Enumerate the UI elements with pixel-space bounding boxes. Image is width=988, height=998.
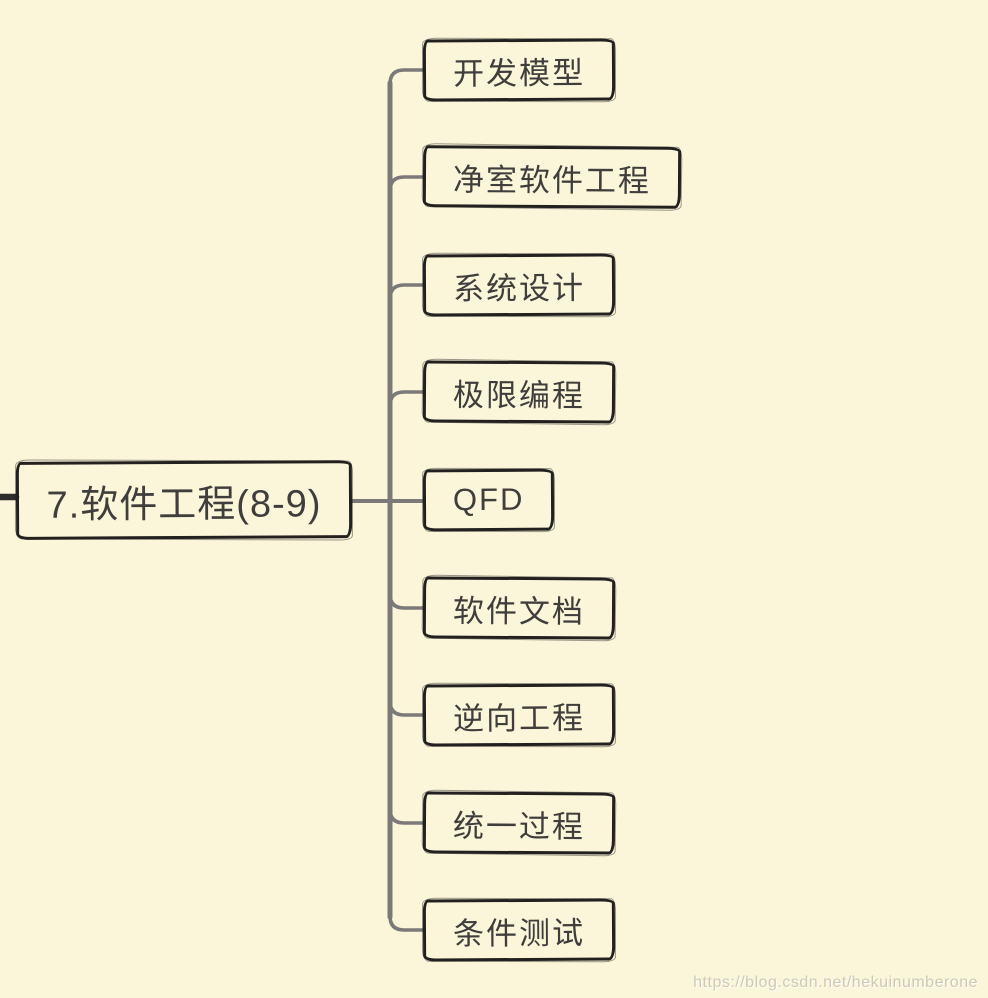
topic-label: 净室软件工程 — [452, 161, 652, 199]
branch-line-7 — [388, 699, 426, 717]
branch-line-8 — [388, 807, 426, 825]
branch-line-6 — [388, 592, 426, 610]
topic-node-jingshiruanjiangongcheng[interactable]: 净室软件工程 — [422, 145, 682, 209]
topic-node-nixianggongcheng[interactable]: 逆向工程 — [422, 683, 616, 747]
topic-label: 软件文档 — [452, 593, 586, 629]
branch-line-2 — [388, 175, 426, 193]
root-topic-node[interactable]: 7.软件工程(8-9) — [15, 460, 353, 540]
topic-node-tiaojianceshi[interactable]: 条件测试 — [422, 898, 616, 962]
branch-line-1 — [388, 68, 426, 86]
topic-label: 极限编程 — [452, 377, 586, 413]
topic-label: 开发模型 — [452, 55, 586, 91]
branch-line-9 — [388, 914, 426, 932]
branch-line-3 — [388, 283, 426, 301]
watermark-text: https://blog.csdn.net/hekuinumberone — [693, 974, 978, 991]
topic-node-jixianbiancheng[interactable]: 极限编程 — [422, 360, 616, 424]
topic-label: 系统设计 — [452, 270, 586, 306]
topic-label: QFD — [452, 481, 525, 518]
root-topic-label: 7.软件工程(8-9) — [46, 482, 322, 527]
topic-label: 条件测试 — [452, 915, 586, 951]
topic-node-kaifamoxing[interactable]: 开发模型 — [422, 38, 616, 102]
topic-node-xitongsheji[interactable]: 系统设计 — [422, 253, 616, 317]
topic-node-ruanjianwendang[interactable]: 软件文档 — [422, 576, 616, 640]
topic-node-qfd[interactable]: QFD — [422, 468, 555, 532]
topic-label: 逆向工程 — [452, 700, 586, 736]
branch-line-4 — [388, 390, 426, 408]
topic-node-tongyiguocheng[interactable]: 统一过程 — [422, 791, 616, 855]
topic-label: 统一过程 — [452, 808, 586, 844]
